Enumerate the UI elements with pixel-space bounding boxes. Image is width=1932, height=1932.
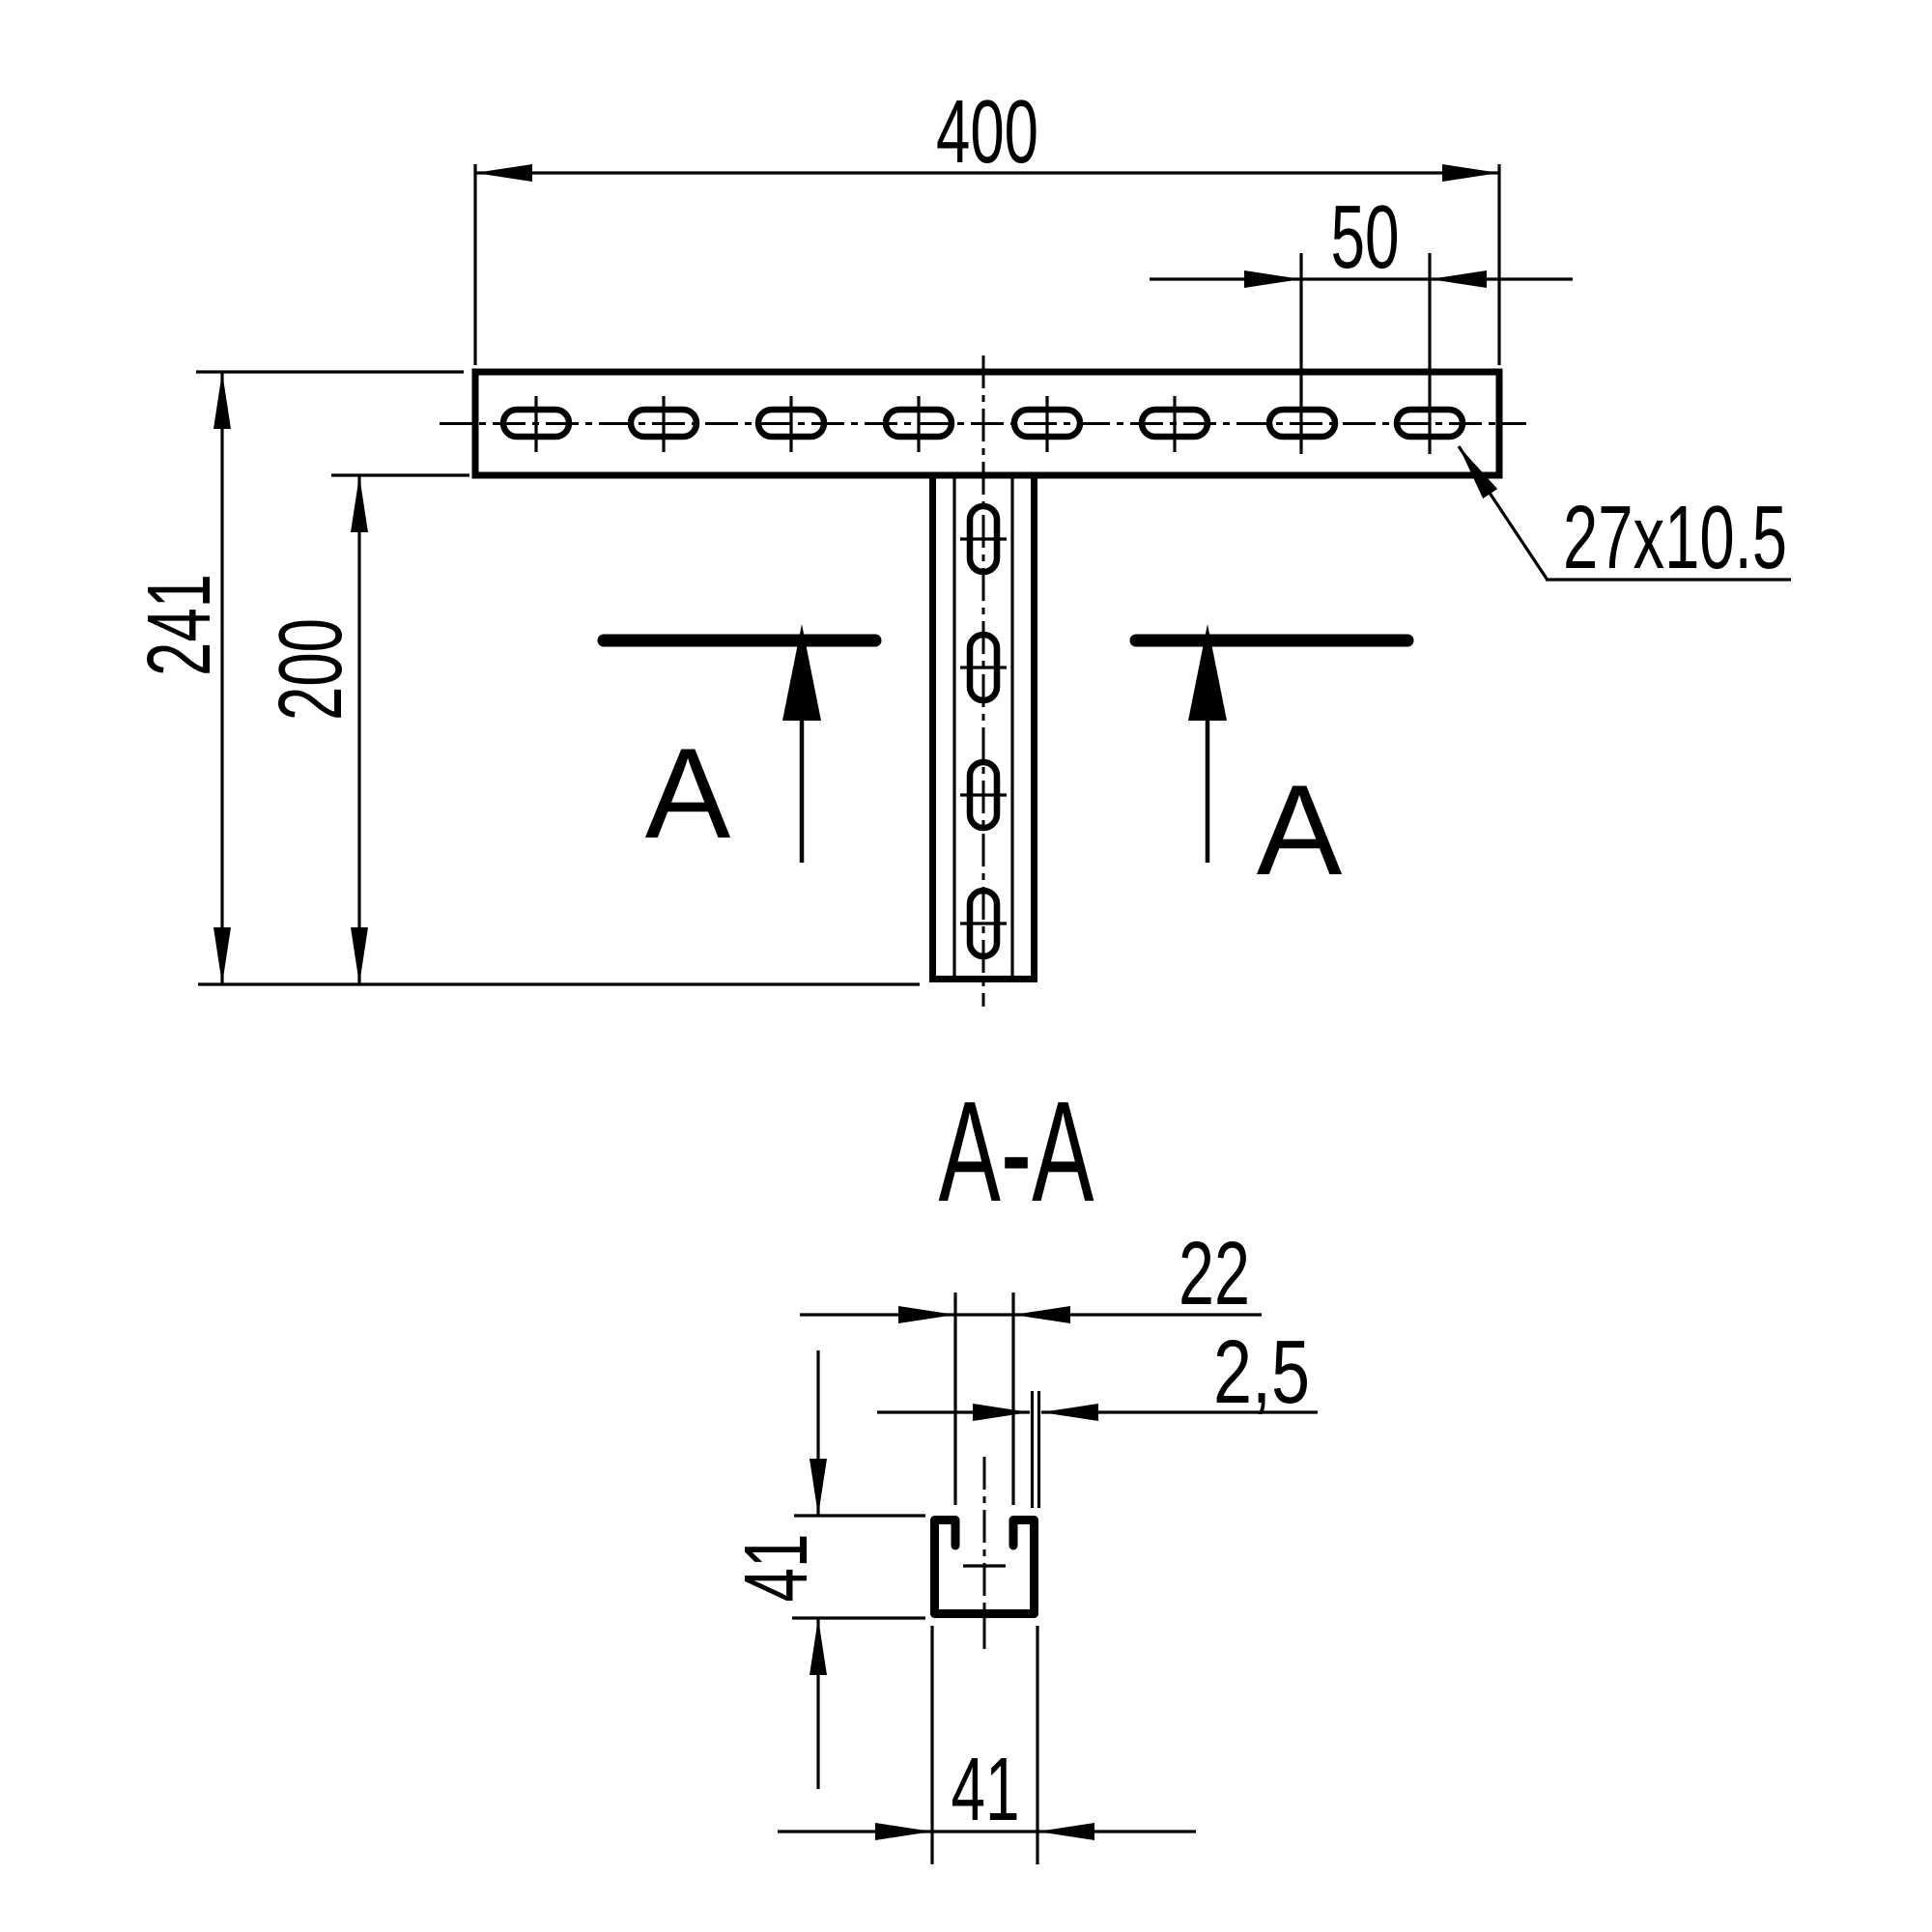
slotted-flange-outline (471, 368, 1503, 479)
channel-strut (929, 475, 1037, 982)
section-view: A-A 22 2,5 41 (725, 1072, 1318, 1864)
slot-size-label: 27x10.5 (1563, 487, 1787, 587)
section-title: A-A (939, 1072, 1094, 1232)
leader-line (1457, 445, 1548, 580)
section-cut-marks: A A (597, 624, 1414, 902)
dim-200: 200 (260, 473, 469, 984)
dim-400: 400 (473, 81, 1501, 365)
dim-41-height-label: 41 (725, 1534, 826, 1603)
section-label-left: A (645, 723, 731, 866)
strut-profile (930, 1516, 1038, 1618)
top-view: 400 50 241 200 27x10.5 (128, 81, 1791, 1007)
dim-22-label: 22 (1179, 1223, 1250, 1323)
dim-22: 22 (800, 1223, 1262, 1505)
dim-2-5: 2,5 (877, 1321, 1318, 1508)
dim-41-width-label: 41 (952, 1739, 1020, 1839)
dim-2-5-label: 2,5 (1213, 1321, 1310, 1422)
dim-50-label: 50 (1331, 186, 1400, 287)
section-arrow-head-right (1188, 624, 1227, 721)
section-label-right: A (1257, 759, 1343, 902)
dim-241-label: 241 (128, 574, 229, 676)
dim-50: 50 (1150, 186, 1573, 454)
dim-200-label: 200 (260, 618, 360, 721)
dim-41-height: 41 (725, 1350, 925, 1789)
dim-400-label: 400 (936, 81, 1038, 182)
dim-41-width: 41 (778, 1626, 1196, 1864)
section-arrow-head-left (782, 624, 821, 721)
dim-241: 241 (128, 370, 920, 986)
slot-size-leader: 27x10.5 (1457, 445, 1791, 587)
